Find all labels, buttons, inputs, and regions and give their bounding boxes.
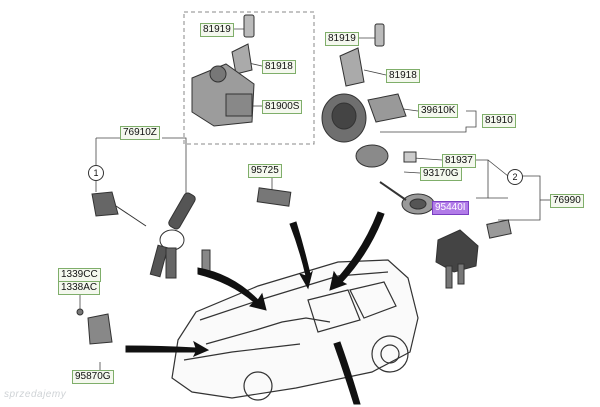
part-label-81918-right: 81918: [386, 69, 420, 83]
callout-1: 1: [88, 165, 104, 181]
vehicle-outline: [171, 259, 419, 401]
part-label-95870G: 95870G: [72, 370, 114, 384]
watermark: sprzedajemy: [4, 389, 67, 400]
part-label-39610K: 39610K: [418, 104, 459, 118]
part-label-76990: 76990: [550, 194, 584, 208]
callout-2: 2: [507, 169, 523, 185]
assembly-frame: [183, 11, 315, 145]
part-label-81910: 81910: [482, 114, 516, 128]
part-label-81937: 81937: [442, 154, 476, 168]
part-label-93170G: 93170G: [420, 167, 462, 181]
ignition-lock-assembly: [191, 14, 255, 127]
part-label-1339CC: 1339CC: [58, 268, 101, 282]
part-label-95440I: 95440I: [432, 201, 469, 215]
part-label-95725: 95725: [248, 164, 282, 178]
part-label-81919-left: 81919: [200, 23, 234, 37]
part-label-81918-left: 81918: [262, 60, 296, 74]
key-parts: [76, 187, 512, 345]
location-arrows: [125, 211, 385, 405]
steering-lock-assembly: [321, 23, 435, 215]
part-label-81919-right: 81919: [325, 32, 359, 46]
part-label-1338AC: 1338AC: [58, 281, 101, 295]
part-label-81900S: 81900S: [262, 100, 303, 114]
part-label-76910Z: 76910Z: [120, 126, 160, 140]
